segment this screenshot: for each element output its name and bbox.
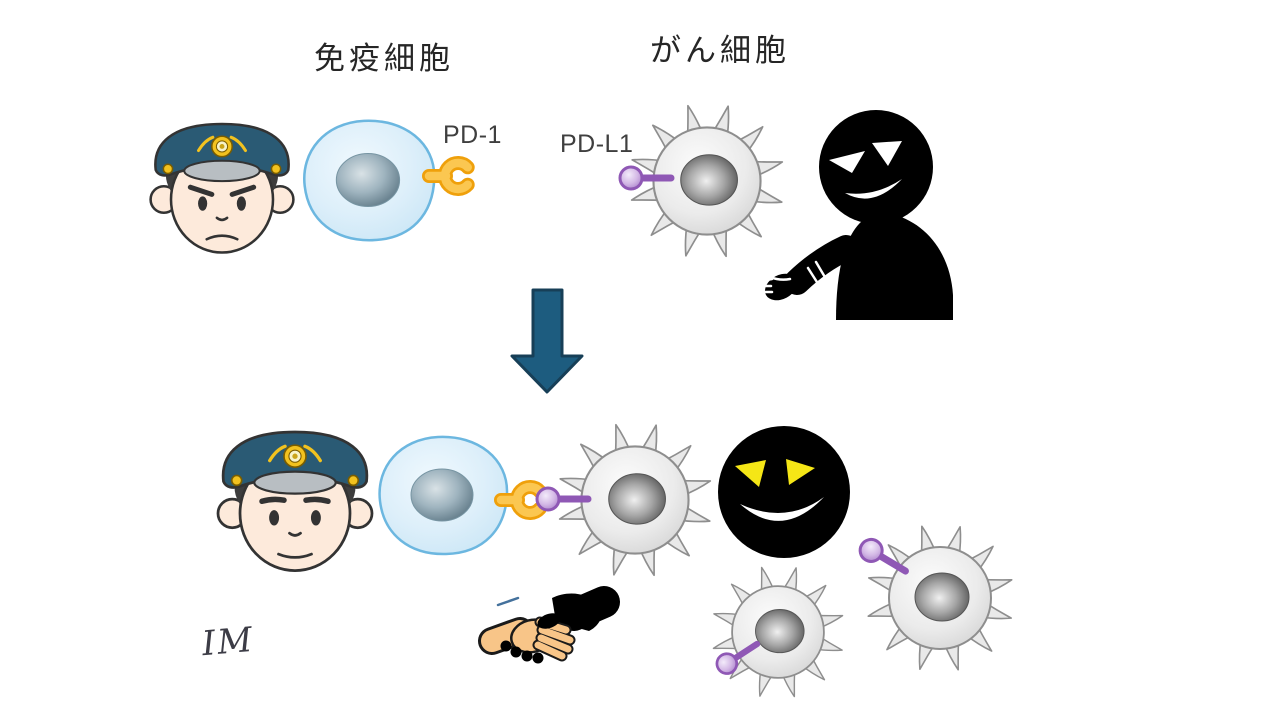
villain-smile-icon bbox=[845, 179, 902, 199]
cancer-cell-small bbox=[712, 566, 844, 698]
villain-head-smiling bbox=[718, 426, 850, 558]
villain-yellow-left-eye-icon bbox=[735, 460, 766, 487]
down-arrow bbox=[510, 288, 584, 394]
pdl1-label: PD-L1 bbox=[560, 130, 634, 158]
villain-head bbox=[819, 110, 933, 224]
immune-cell-label: 免疫細胞 bbox=[314, 41, 454, 76]
villain-big-smile-icon bbox=[740, 497, 824, 521]
villain-yellow-right-eye-icon bbox=[786, 459, 815, 485]
handshake-icon bbox=[478, 586, 620, 664]
villain-figure bbox=[762, 110, 953, 320]
police-officer-bottom bbox=[216, 430, 374, 573]
villain-right-eye-icon bbox=[872, 141, 902, 166]
signature: IM bbox=[200, 619, 256, 665]
villain-left-eye-icon bbox=[829, 151, 865, 173]
pd1-label: PD-1 bbox=[443, 121, 502, 149]
immune-cell-bottom bbox=[378, 435, 509, 556]
cancer-cell-right bbox=[866, 524, 1013, 671]
cancer-cell-label: がん細胞 bbox=[650, 33, 790, 68]
police-officer-top bbox=[149, 122, 295, 255]
immune-cell-top bbox=[303, 119, 436, 242]
